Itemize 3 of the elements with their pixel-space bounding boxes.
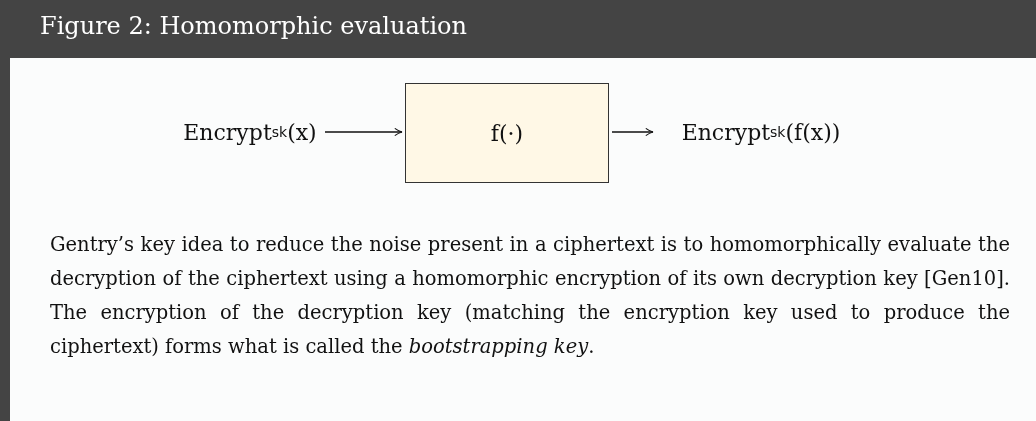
body-paragraph: Gentry’s key idea to reduce the noise present in a ciphertext is to homomorphically evaluate the decryption of the ciphertext using a homomorphic encryption of its own decryption key [Gen10]. The encryption of the decryption key (matching the encryption key used to produce the ciphertext) forms what is called the bootstrapping key. (50, 232, 1010, 360)
function-box: f(·) (405, 83, 609, 183)
figure-title: Figure 2: Homomorphic evaluation (40, 12, 467, 40)
